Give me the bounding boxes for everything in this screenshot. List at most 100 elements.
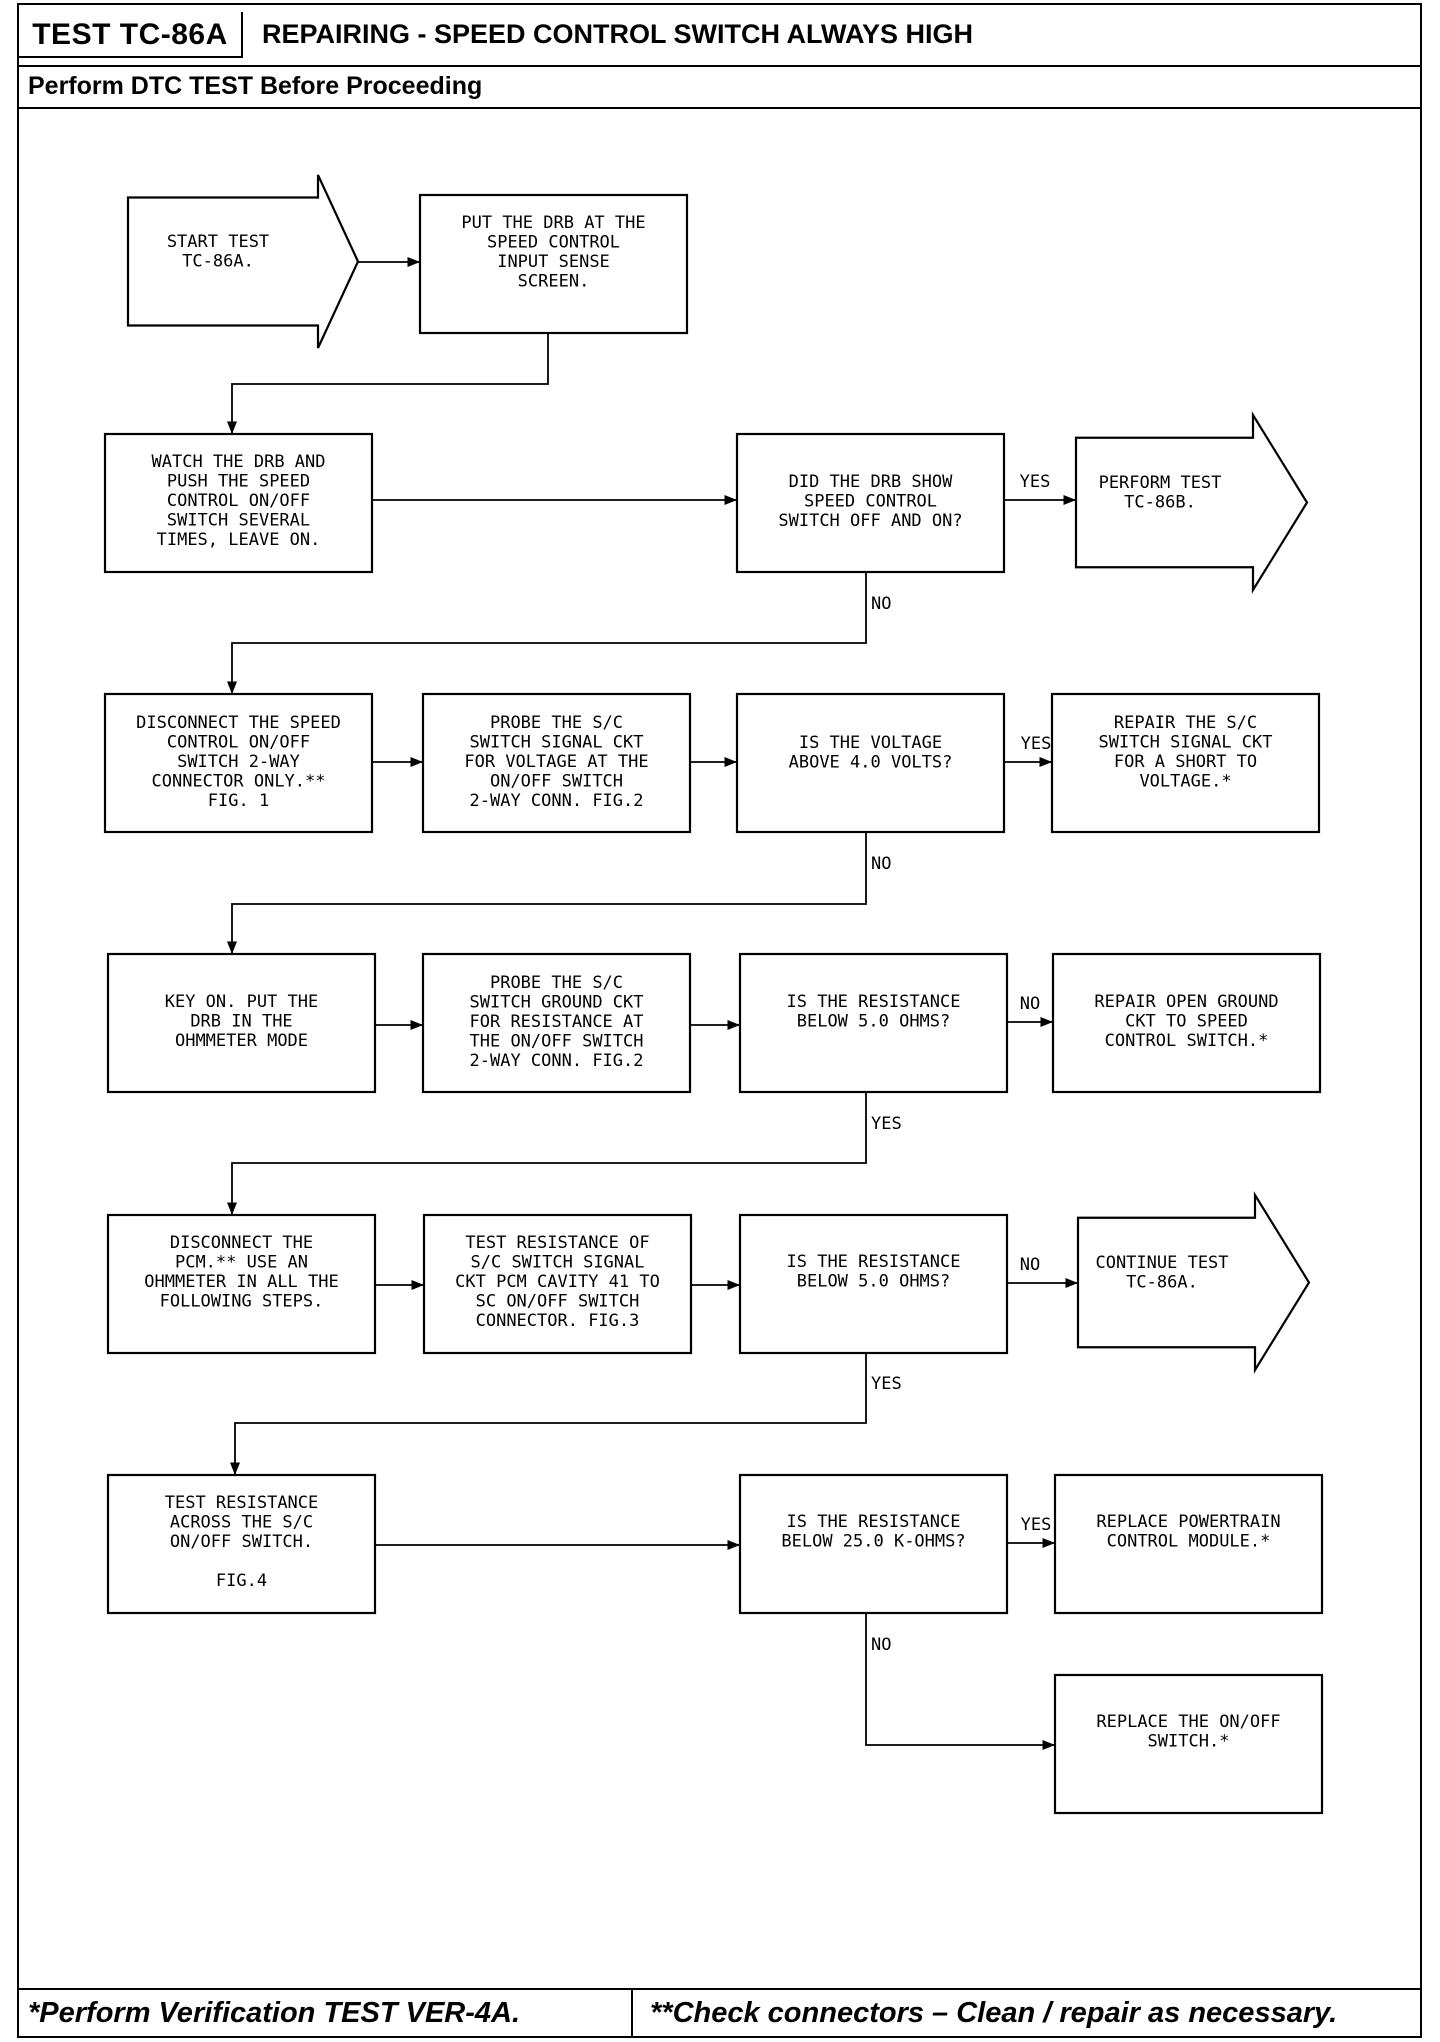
node-text-line: IS THE RESISTANCE — [787, 1252, 961, 1272]
node-text-line: ON/OFF SWITCH — [490, 772, 623, 792]
node-text-line: BELOW 25.0 K-OHMS? — [781, 1532, 965, 1552]
node-text-line: TC-86A. — [182, 252, 254, 272]
node-box — [1053, 1473, 1324, 1615]
node-box — [1053, 1673, 1324, 1815]
node-text-line: SWITCH.* — [1148, 1732, 1230, 1752]
node-text-line: FOLLOWING STEPS. — [160, 1292, 324, 1312]
node-box — [106, 1213, 377, 1355]
node-text-line: TEST RESISTANCE OF — [465, 1233, 649, 1253]
connector-q-resistance-2-to-test-switch — [229, 1353, 867, 1475]
page-subtitle: Perform DTC TEST Before Proceeding — [28, 72, 483, 100]
arrow-shape — [1076, 1191, 1311, 1374]
node-box — [738, 1473, 1009, 1615]
edge-label: NO — [1020, 994, 1040, 1014]
node-text-line: SWITCH GROUND CKT — [470, 993, 644, 1013]
node-text-line: CONTROL SWITCH.* — [1105, 1031, 1269, 1051]
header-divider — [17, 65, 1422, 67]
edge-label: YES — [1021, 1515, 1052, 1535]
connector-put-drb-to-watch-drb — [226, 333, 549, 434]
node-text-line: BELOW 5.0 OHMS? — [797, 1012, 951, 1032]
node-box — [103, 432, 374, 574]
node-text-line: S/C SWITCH SIGNAL — [471, 1253, 645, 1273]
test-id: TEST TC-86A — [19, 12, 243, 58]
node-text-line: CONTROL ON/OFF — [167, 733, 310, 753]
node-text-line: TIMES, LEAVE ON. — [157, 530, 321, 550]
node-text-line: OHMMETER MODE — [175, 1031, 308, 1051]
edge-label: YES — [1021, 734, 1052, 754]
node-box — [735, 692, 1006, 834]
node-text-line: INPUT SENSE — [497, 252, 610, 272]
subtitle-divider — [17, 107, 1422, 109]
edge-label: NO — [871, 1635, 891, 1655]
node-text-line: IS THE RESISTANCE — [787, 992, 961, 1012]
node-text-line: FOR A SHORT TO — [1114, 752, 1257, 772]
node-text-line: DISCONNECT THE — [170, 1233, 313, 1253]
node-text-line: VOLTAGE.* — [1139, 772, 1231, 792]
node-box — [738, 1213, 1009, 1355]
node-text-line: CKT PCM CAVITY 41 TO — [455, 1272, 660, 1292]
node-text-line: SWITCH OFF AND ON? — [778, 511, 962, 531]
node-text-line: ABOVE 4.0 VOLTS? — [789, 753, 953, 773]
node-text-line: PROBE THE S/C — [490, 973, 623, 993]
node-text-line: CONNECTOR. FIG.3 — [476, 1311, 640, 1331]
edge-label: YES — [871, 1374, 902, 1394]
node-text-line: CONTROL ON/OFF — [167, 491, 310, 511]
node-text-line: PERFORM TEST — [1099, 473, 1222, 493]
node-box — [106, 1473, 377, 1615]
node-text-line: REPAIR THE S/C — [1114, 713, 1257, 733]
node-text-line: SWITCH SIGNAL CKT — [470, 733, 644, 753]
node-text-line: CONTINUE TEST — [1095, 1253, 1228, 1273]
node-text-line: REPLACE POWERTRAIN — [1096, 1512, 1280, 1532]
node-box — [1050, 692, 1321, 834]
node-text-line: FOR VOLTAGE AT THE — [464, 752, 648, 772]
node-text-line: WATCH THE DRB AND — [152, 452, 326, 472]
footer-verification-note: *Perform Verification TEST VER-4A. — [28, 1997, 521, 2029]
page-frame — [17, 3, 1422, 2038]
node-text-line: PROBE THE S/C — [490, 713, 623, 733]
node-text-line: SC ON/OFF SWITCH — [476, 1292, 640, 1312]
node-text-line: ACROSS THE S/C — [170, 1513, 313, 1533]
node-text-line: PCM.** USE AN — [175, 1253, 308, 1273]
node-text-line: SWITCH 2-WAY — [177, 752, 300, 772]
node-text-line: SPEED CONTROL — [804, 492, 937, 512]
node-text-line: PUSH THE SPEED — [167, 472, 310, 492]
node-box — [103, 692, 374, 834]
node-text-line: REPLACE THE ON/OFF — [1096, 1712, 1280, 1732]
node-text-line: PUT THE DRB AT THE — [461, 213, 645, 233]
footer-connector-note: **Check connectors – Clean / repair as n… — [650, 1997, 1338, 2029]
node-text-line: CONNECTOR ONLY.** — [152, 772, 326, 792]
node-box — [735, 432, 1006, 574]
node-text-line: FIG.4 — [216, 1571, 267, 1591]
edge-label: NO — [871, 854, 891, 874]
node-box — [421, 692, 692, 834]
arrow-shape — [1074, 411, 1309, 594]
node-text-line: IS THE VOLTAGE — [799, 733, 942, 753]
node-text-line: REPAIR OPEN GROUND — [1094, 992, 1278, 1012]
node-text-line: SPEED CONTROL — [487, 233, 620, 253]
node-box — [418, 193, 689, 335]
node-text-line: FOR RESISTANCE AT — [470, 1012, 644, 1032]
connector-q-voltage-to-key-on — [226, 832, 867, 954]
node-text-line: ON/OFF SWITCH. — [170, 1532, 313, 1552]
node-text-line: DRB IN THE — [190, 1012, 292, 1032]
node-text-line: TEST RESISTANCE — [165, 1493, 319, 1513]
edge-label: NO — [871, 594, 891, 614]
connector-q-drb-show-to-disconnect-switch — [226, 572, 867, 694]
node-text-line: BELOW 5.0 OHMS? — [797, 1272, 951, 1292]
node-text-line: 2-WAY CONN. FIG.2 — [470, 1051, 644, 1071]
edge-label: YES — [1020, 472, 1051, 492]
footer-column-divider — [631, 1988, 633, 2038]
node-box — [738, 952, 1009, 1094]
node-text-line: START TEST — [167, 232, 269, 252]
